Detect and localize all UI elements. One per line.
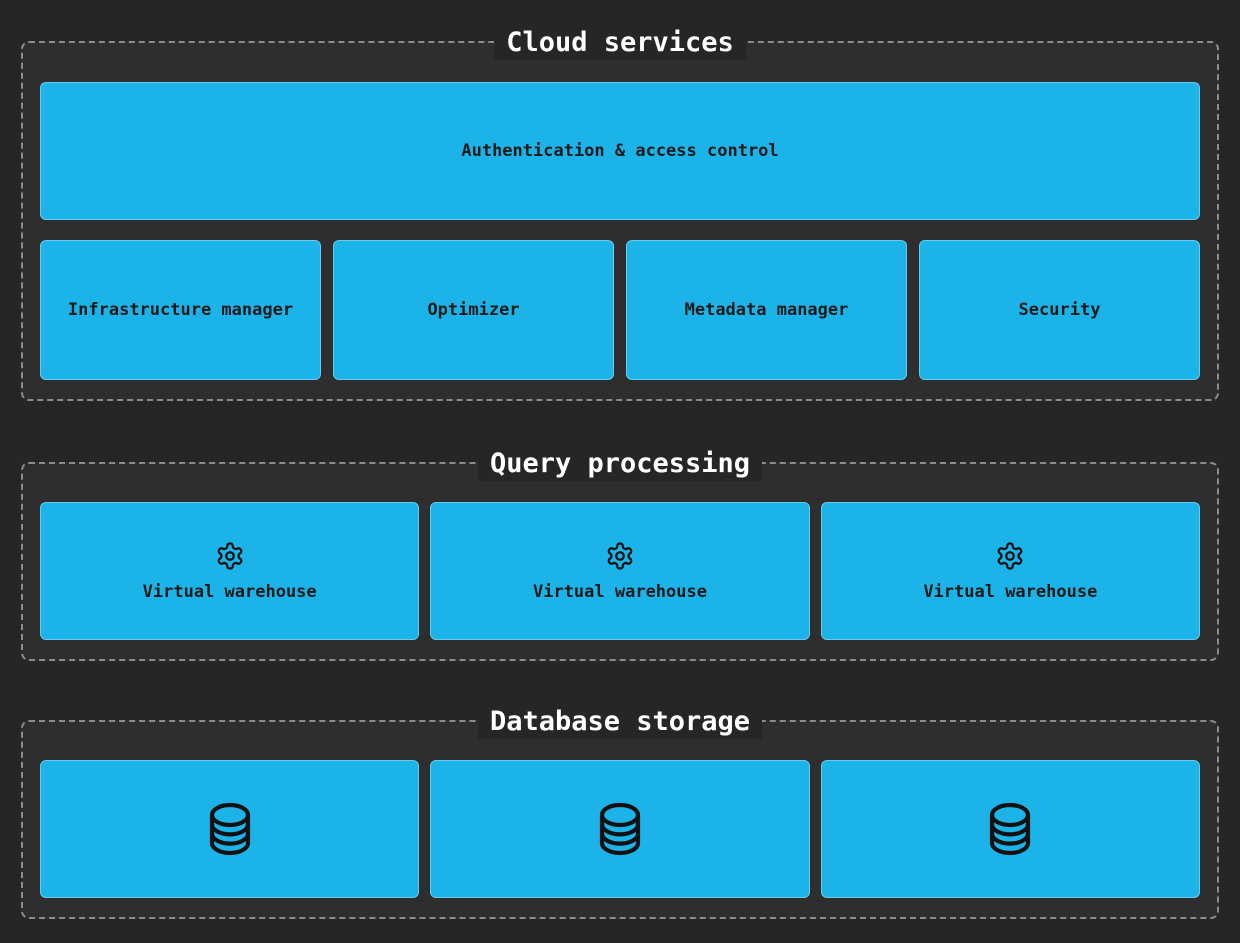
node-database [40, 760, 420, 898]
node-label: Authentication & access control [461, 141, 779, 161]
node-virtual-warehouse: Virtual warehouse [820, 502, 1200, 640]
section-query-processing: Query processing Virtual warehouse [21, 447, 1219, 661]
database-icon [596, 801, 644, 857]
section-cloud-services: Cloud services Authentication & access c… [21, 26, 1219, 401]
section-title-query-processing: Query processing [477, 447, 763, 481]
section-title-database-storage: Database storage [477, 705, 763, 739]
node-virtual-warehouse: Virtual warehouse [430, 502, 810, 640]
section-database-storage: Database storage [21, 705, 1219, 919]
node-label: Virtual warehouse [142, 581, 317, 602]
gear-icon [605, 541, 635, 571]
node-label: Infrastructure manager [67, 300, 294, 320]
gear-icon [215, 541, 245, 571]
node-authentication-access-control: Authentication & access control [40, 82, 1200, 220]
node-virtual-warehouse: Virtual warehouse [40, 502, 420, 640]
node-database [430, 760, 810, 898]
cloud-services-row: Infrastructure manager Optimizer Metadat… [40, 240, 1200, 380]
node-label: Metadata manager [684, 300, 849, 320]
node-optimizer: Optimizer [333, 240, 614, 380]
node-label: Security [1018, 300, 1101, 320]
node-label: Virtual warehouse [923, 581, 1098, 602]
node-label: Virtual warehouse [532, 581, 707, 602]
node-security: Security [919, 240, 1200, 380]
query-processing-row: Virtual warehouse Virtual warehouse [40, 502, 1200, 640]
node-label: Optimizer [427, 300, 520, 320]
gear-icon [995, 541, 1025, 571]
node-infrastructure-manager: Infrastructure manager [40, 240, 321, 380]
node-metadata-manager: Metadata manager [626, 240, 907, 380]
section-title-cloud-services: Cloud services [494, 26, 746, 60]
node-database [820, 760, 1200, 898]
database-storage-row [40, 760, 1200, 898]
database-icon [206, 801, 254, 857]
database-icon [986, 801, 1034, 857]
